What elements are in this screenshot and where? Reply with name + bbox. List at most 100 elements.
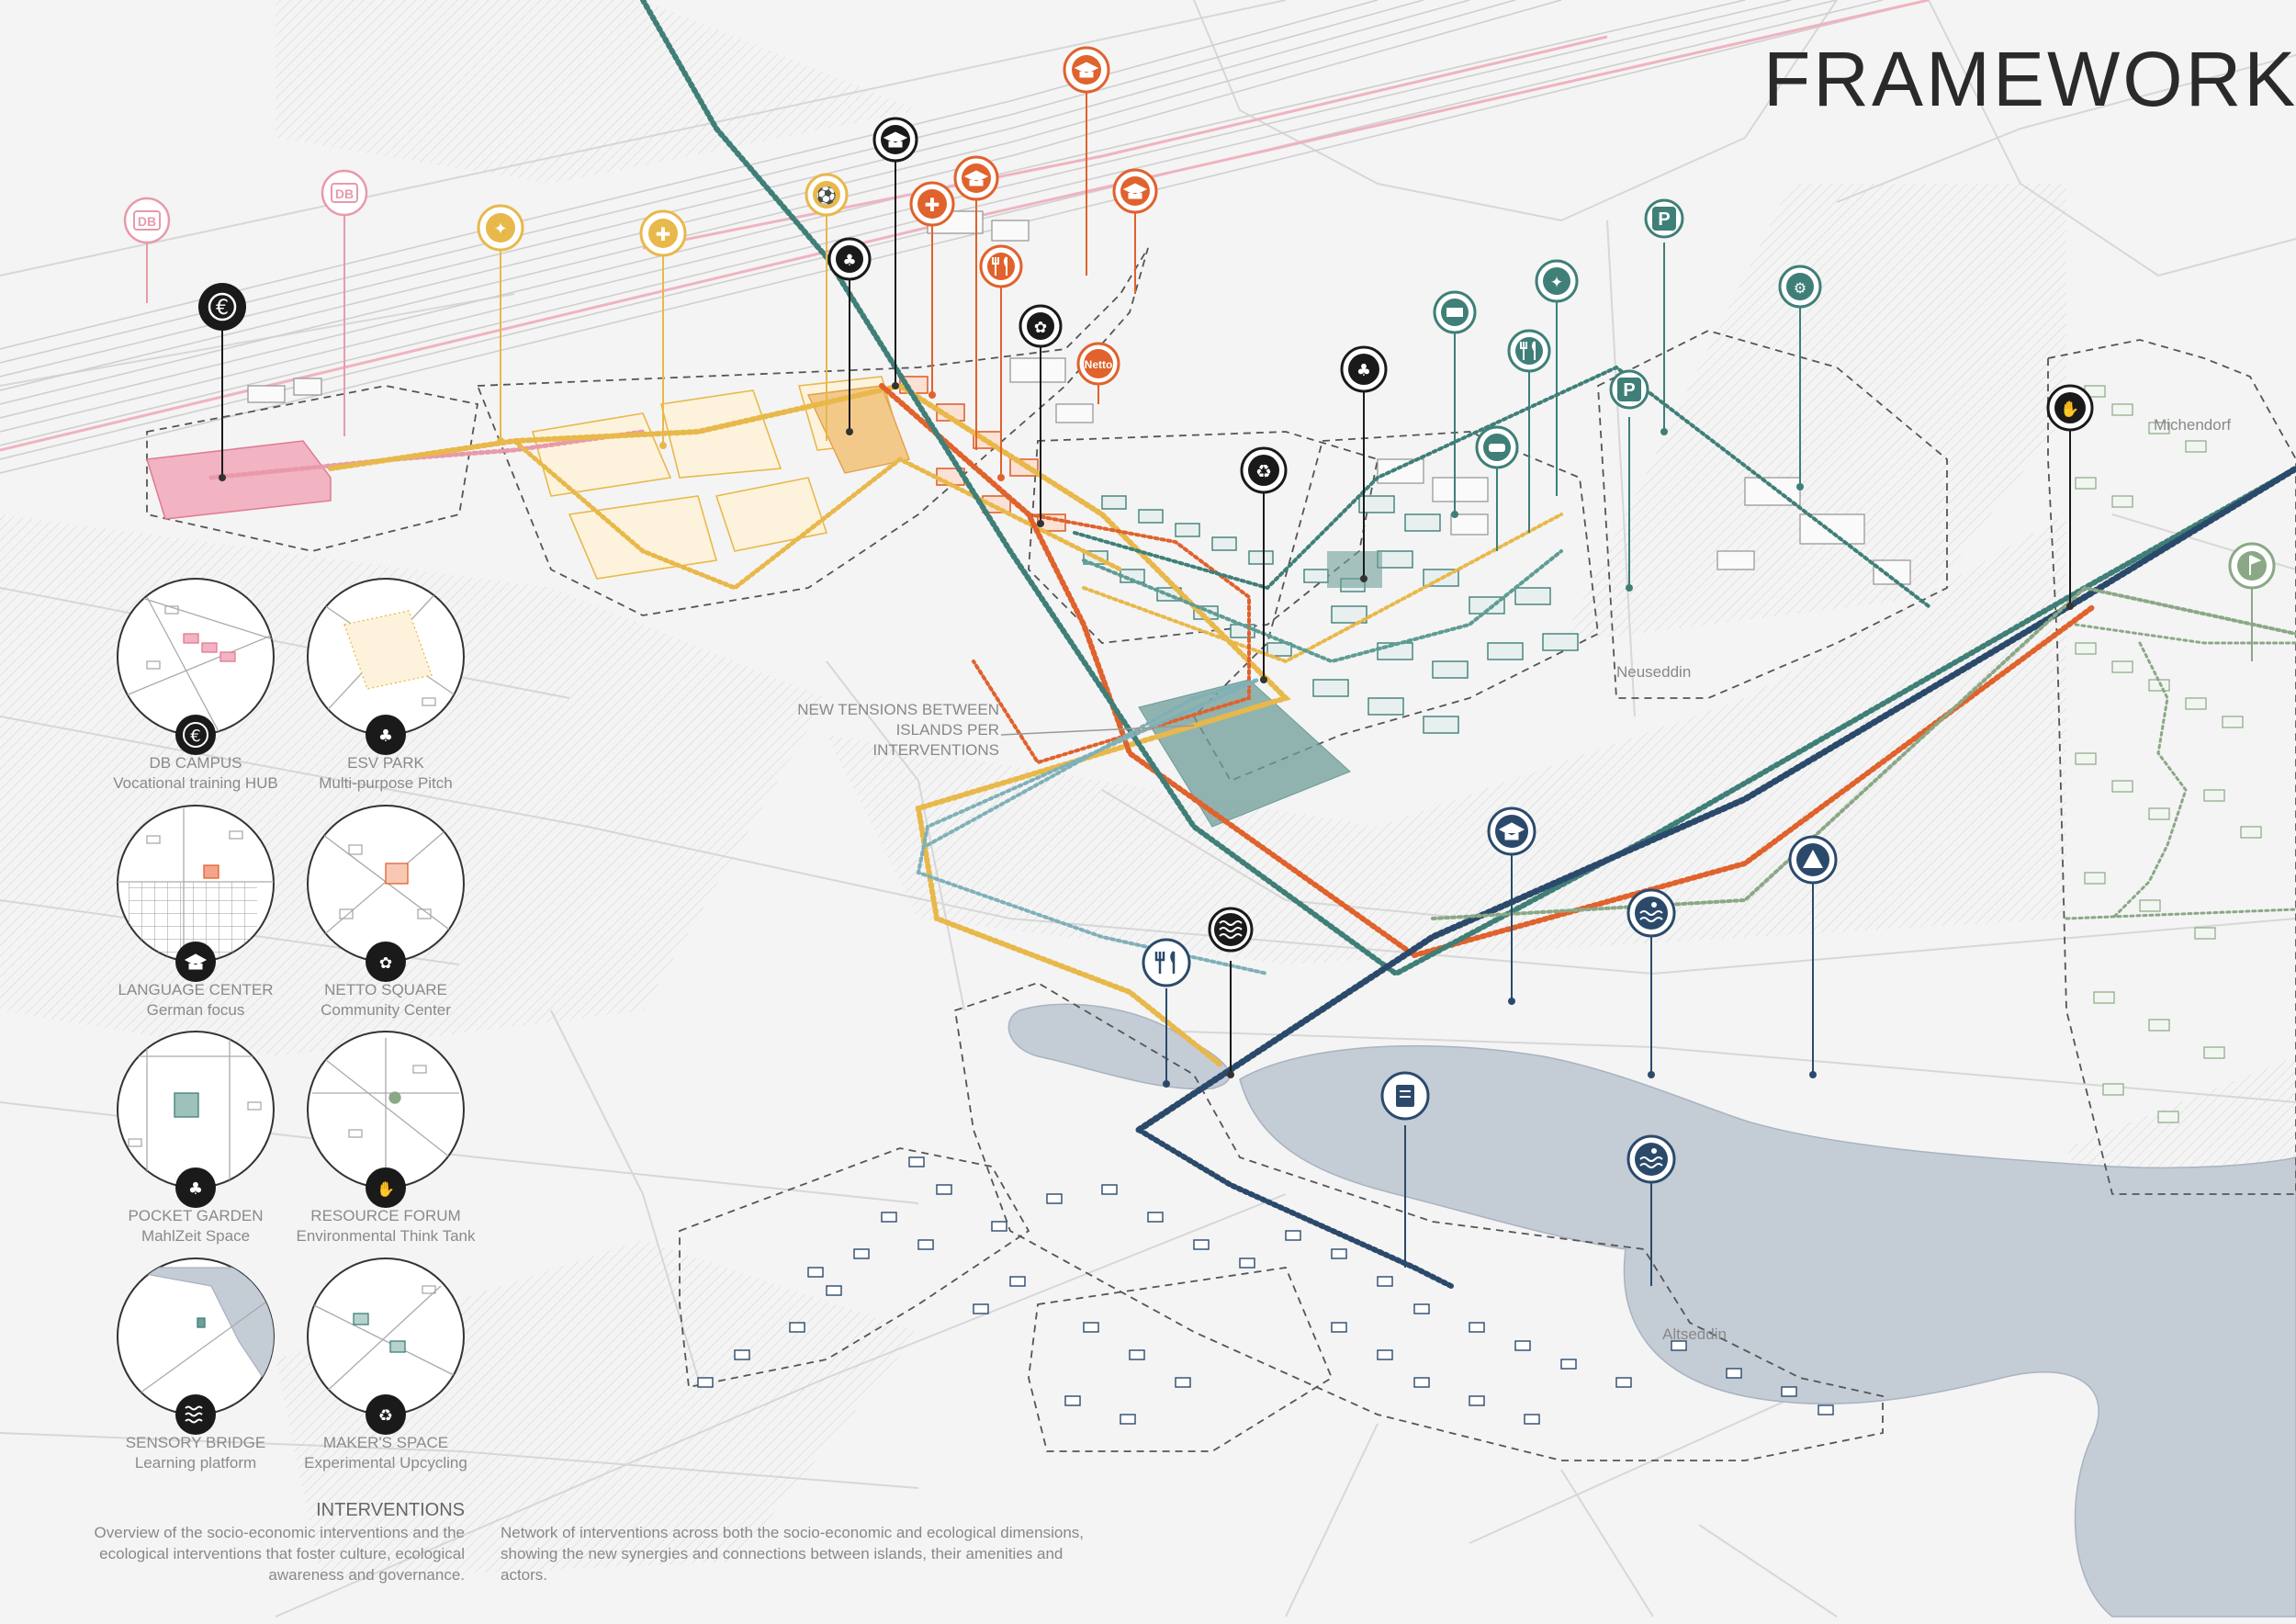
- yellow-health-pin: ✚: [639, 209, 687, 257]
- euro-pin: €: [198, 283, 246, 331]
- teal-restaurant-pin: [1507, 329, 1551, 373]
- swimming-icon: [1639, 910, 1663, 922]
- navy-network-line: [1135, 465, 2296, 1133]
- netto-square-pin: ✿: [1019, 304, 1063, 348]
- intervention-circle-netto-square: ✿: [307, 805, 465, 982]
- sensory-bridge-pin: [1208, 907, 1254, 953]
- intervention-caption-esv-park: ESV PARK Multi-purpose Pitch: [291, 753, 480, 794]
- teal-network-line-3: [1082, 549, 1563, 664]
- tree-icon: ♣: [378, 727, 393, 746]
- community-icon: ✿: [379, 954, 392, 973]
- intervention-subtitle: Learning platform: [134, 1454, 257, 1472]
- teal-network-line-2: [1073, 365, 1930, 608]
- intervention-subtitle: Environmental Think Tank: [296, 1227, 476, 1245]
- light-blue-network-line: [916, 678, 1269, 976]
- fork-knife-icon: [1154, 951, 1176, 974]
- resource-forum-pin: ✋: [2046, 384, 2094, 432]
- teal-bike-pin: ⚙: [1778, 265, 1822, 309]
- island-boundaries: [146, 247, 2296, 1461]
- pink-network-line: [208, 429, 646, 480]
- place-label-altseddin: Altseddin: [1662, 1325, 1727, 1343]
- lakes: [1007, 1003, 2296, 1618]
- intervention-subtitle: Experimental Upcycling: [304, 1454, 467, 1472]
- michendorf-buildings: [2075, 385, 2262, 1123]
- main-lake: [1239, 1044, 2296, 1618]
- intervention-subtitle: Multi-purpose Pitch: [319, 774, 453, 792]
- pin-end-dots: [219, 382, 2074, 1088]
- building-blocks: [247, 210, 1911, 585]
- tent-icon: [1803, 850, 1823, 868]
- neuseddin-park: [1327, 551, 1382, 588]
- waves-icon: [1219, 920, 1243, 939]
- handshake-icon: ✋: [2060, 400, 2079, 419]
- intervention-name: NETTO SQUARE: [324, 981, 447, 998]
- truck-icon: [1446, 308, 1463, 317]
- intervention-caption-resource-forum: RESOURCE FORUM Environmental Think Tank: [276, 1206, 496, 1246]
- intervention-name: ESV PARK: [347, 754, 424, 772]
- parking-icon: P: [1623, 380, 1635, 400]
- graduation-cap-icon: [1074, 62, 1099, 78]
- golf-flag-icon: [2249, 555, 2262, 575]
- page-title: FRAMEWORK: [1763, 36, 2296, 122]
- health-cross-icon: ✚: [925, 194, 940, 216]
- graduation-cap-icon: [963, 170, 989, 186]
- car-icon: [1489, 444, 1505, 452]
- navy-education-pin: [1487, 806, 1536, 856]
- small-lake: [1007, 1003, 1231, 1090]
- makers-space-pin: ♻: [1240, 446, 1288, 494]
- navy-info-pin: [1380, 1071, 1430, 1121]
- sport-icon: ✦: [1550, 274, 1563, 292]
- pocket-garden-pin: ♣: [1340, 345, 1388, 393]
- intervention-caption-language-center: LANGUAGE CENTER German focus: [101, 980, 290, 1021]
- health-cross-icon: ✚: [656, 223, 671, 245]
- fork-knife-icon: [1520, 341, 1536, 360]
- intervention-subtitle: MahlZeit Space: [141, 1227, 251, 1245]
- rail-line-pink: [0, 0, 1930, 452]
- bicycle-icon: ⚙: [1794, 279, 1806, 297]
- sage-village-loop: [2110, 641, 2188, 920]
- place-label-michendorf: Michendorf: [2154, 416, 2232, 434]
- yellow-network-line-3: [1082, 513, 1563, 664]
- graduation-cap-icon: [1122, 183, 1148, 199]
- intervention-subtitle: Vocational training HUB: [113, 774, 278, 792]
- handshake-icon: ✋: [377, 1180, 395, 1198]
- db-logo-icon: DB: [138, 214, 156, 229]
- rail-line-pink-2: [642, 35, 1608, 250]
- tree-icon: ♣: [188, 1179, 203, 1199]
- graduation-cap-icon: [883, 131, 908, 148]
- orange-health-pin: ✚: [909, 181, 955, 227]
- db-pin-2: DB: [321, 169, 368, 217]
- euro-icon: €: [190, 727, 200, 746]
- intervention-circle-db-campus: €: [117, 578, 275, 755]
- navy-camping-pin: [1788, 835, 1838, 885]
- intervention-subtitle: German focus: [146, 1001, 245, 1019]
- orange-education-pin-1: [1063, 46, 1110, 94]
- intervention-circle-esv-park: ♣: [307, 578, 465, 755]
- language-center-pin: [872, 117, 918, 163]
- intervention-caption-netto-square: NETTO SQUARE Community Center: [291, 980, 480, 1021]
- db-logo-icon: DB: [335, 186, 354, 201]
- intervention-circle-makers-space: ♻: [307, 1257, 465, 1435]
- intervention-caption-sensory-bridge: SENSORY BRIDGE Learning platform: [101, 1433, 290, 1473]
- teal-parking-pin-1: P: [1644, 198, 1684, 239]
- recycle-icon: ♻: [378, 1406, 393, 1426]
- intervention-name: SENSORY BRIDGE: [125, 1434, 266, 1451]
- network-description: Network of interventions across both the…: [501, 1524, 1084, 1584]
- orange-network-line-2: [972, 513, 1251, 765]
- teal-network-line: [640, 0, 2296, 977]
- fork-knife-icon: [992, 256, 1007, 276]
- netto-pin: Netto: [1076, 342, 1120, 386]
- intervention-name: MAKER'S SPACE: [322, 1434, 449, 1451]
- navy-restaurant-pin: [1142, 938, 1191, 987]
- sage-golf-pin: [2228, 542, 2276, 590]
- yellow-football-pin: ⚽: [805, 173, 849, 217]
- orange-education-pin-2: [953, 155, 999, 201]
- graduation-cap-icon: [1498, 822, 1525, 840]
- interventions-description: Overview of the socio-economic intervent…: [94, 1524, 465, 1584]
- tension-label-line-1: NEW TENSIONS BETWEEN: [797, 701, 999, 718]
- intervention-caption-db-campus: DB CAMPUS Vocational training HUB: [101, 753, 290, 794]
- tension-leader-line: [1000, 725, 1195, 736]
- sage-network-line-2: [2065, 623, 2296, 920]
- tension-label: NEW TENSIONS BETWEEN ISLANDS PER INTERVE…: [779, 700, 999, 761]
